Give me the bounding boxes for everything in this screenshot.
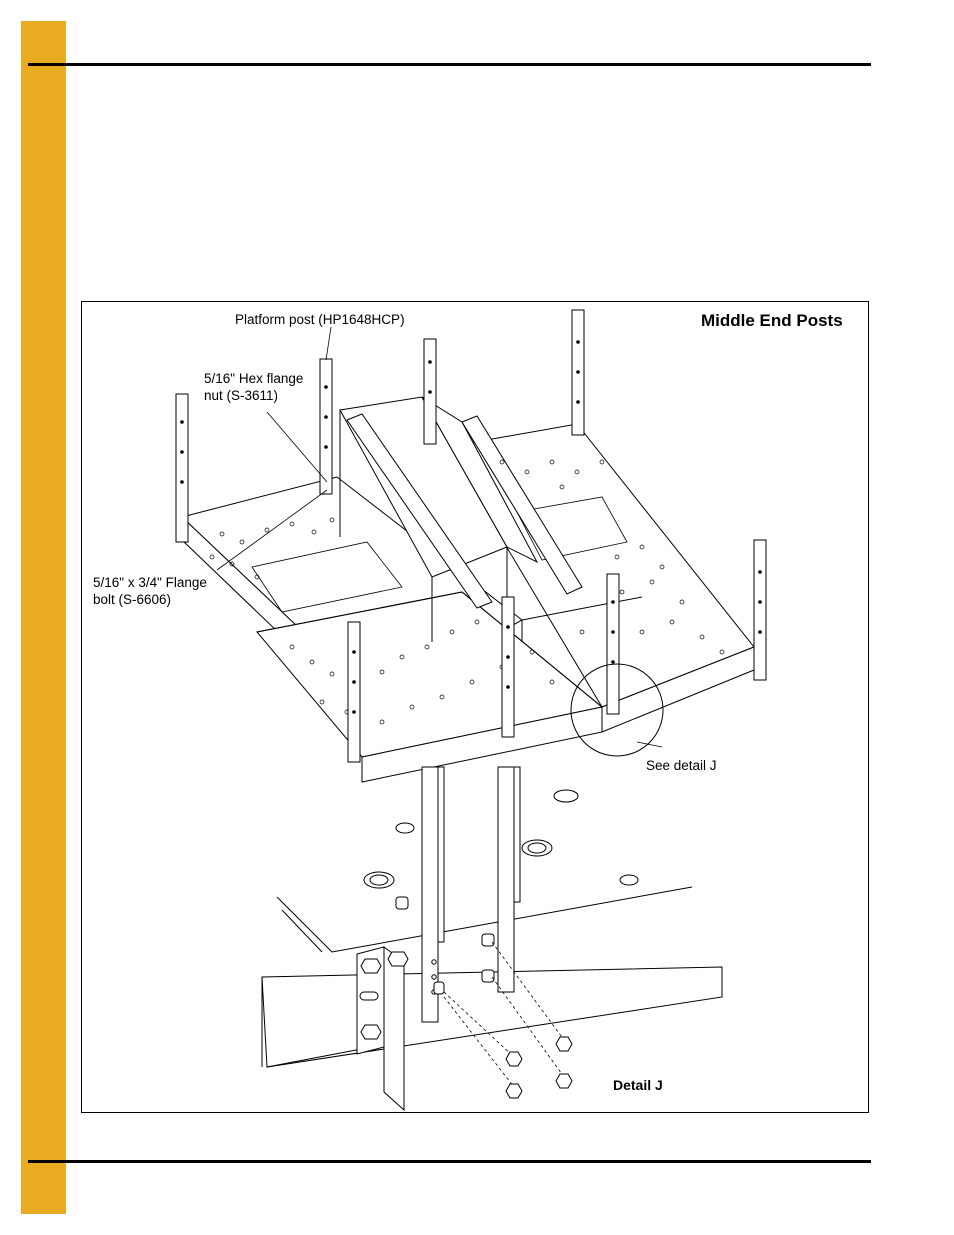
header-rule bbox=[28, 63, 871, 66]
footer-rule bbox=[28, 1160, 871, 1163]
platform-assembly bbox=[175, 309, 767, 783]
callout-hex-nut-line2: nut (S-3611) bbox=[204, 388, 279, 403]
callout-flange-bolt-line1: 5/16" x 3/4" Flange bbox=[93, 575, 207, 590]
callout-see-detail: See detail J bbox=[646, 758, 717, 773]
detail-label: Detail J bbox=[613, 1077, 663, 1093]
callout-hex-nut-line1: 5/16" Hex flange bbox=[204, 371, 304, 386]
assembly-drawing bbox=[175, 309, 767, 1112]
callout-platform-post: Platform post (HP1648HCP) bbox=[235, 312, 405, 327]
callout-flange-bolt-line2: bolt (S-6606) bbox=[93, 592, 172, 607]
side-color-tab bbox=[21, 21, 66, 1214]
figure-frame: Middle End Posts Platform post (HP1648HC… bbox=[81, 301, 869, 1113]
detail-j-drawing bbox=[261, 766, 723, 1112]
figure-title: Middle End Posts bbox=[701, 311, 843, 330]
